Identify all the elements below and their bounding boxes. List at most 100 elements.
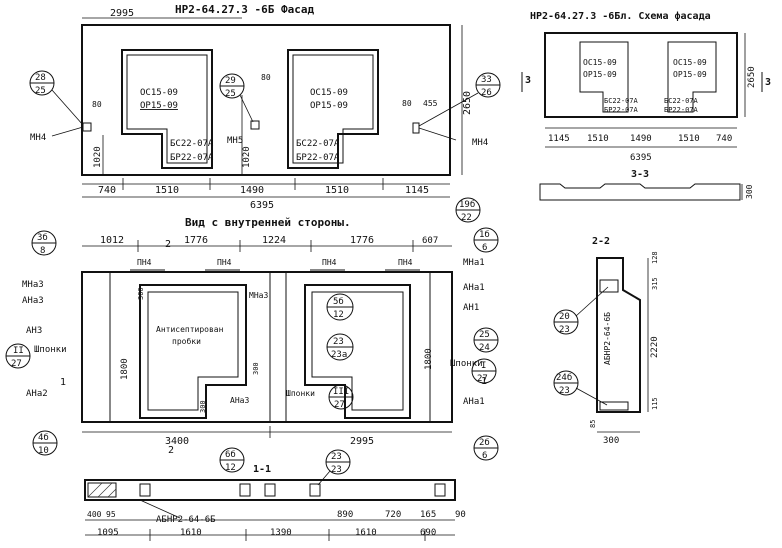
scheme-door1-line1: БС22-07А (604, 97, 639, 105)
inner-c25-top: 25 (479, 330, 490, 340)
section-2-2-dim-85: 85 (589, 420, 597, 428)
inner-pn-2: ПН4 (217, 258, 232, 267)
section-2-2-c24-bottom: 23 (559, 386, 570, 396)
section-2-2-mark: АБНР2-64-6Б (603, 312, 612, 365)
section-2-2-title: 2-2 (592, 236, 610, 247)
facade-door2-line2: БР22-07А (296, 153, 340, 163)
scheme-dim-740: 740 (716, 134, 732, 144)
scheme-cut-left: 3 (525, 75, 531, 86)
scheme-win1-line1: ОС15-09 (583, 58, 617, 67)
section-1-1-title: 1-1 (253, 464, 271, 475)
inner-antisept-line2: пробки (172, 336, 201, 346)
facade-callout-a-bottom: 25 (35, 86, 46, 96)
scheme-door2-line2: БР22-07А (664, 106, 699, 114)
scheme-height: 2650 (747, 66, 757, 88)
section-2-2-drawing (596, 257, 649, 433)
facade-mn5: МН5 (227, 136, 243, 146)
section-2-2-dim-315: 315 (651, 277, 659, 290)
section-1-1-dim-90: 90 (455, 510, 466, 520)
inner-c26-bottom: 6 (482, 451, 487, 461)
scheme-win2-line1: ОС15-09 (673, 58, 707, 67)
facade-door2-line1: БС22-07А (296, 139, 340, 149)
inner-dim-2995: 2995 (350, 436, 374, 447)
inner-c19b-bottom: 22 (461, 213, 472, 223)
inner-cII-top: II (13, 346, 24, 356)
inner-dim-1776a: 1776 (184, 235, 208, 246)
facade-door1-line2: БР22-07А (170, 153, 214, 163)
inner-ana3-center: АНа3 (230, 396, 249, 405)
facade-panel (81, 24, 451, 176)
facade-title: НР2-64.27.3 -6Б Фасад (175, 3, 314, 16)
inner-dimensions (82, 240, 452, 438)
facade-win2-line2: ОР15-09 (310, 101, 348, 111)
facade-callout-c-bottom: 26 (481, 88, 492, 98)
scheme-title: НР2-64.27.3 -6Бл. Схема фасада (530, 10, 711, 22)
inner-cIII-top: III (333, 387, 349, 397)
facade-win2-line1: ОС15-09 (310, 88, 348, 98)
inner-cIII-bottom: 27 (334, 400, 345, 410)
facade-h1020b: 1020 (242, 146, 252, 168)
inner-c38-bottom: 8 (40, 246, 45, 256)
inner-h1800a: 1800 (120, 358, 130, 380)
scheme-door1-line2: БР22-07А (604, 106, 639, 114)
inner-label-shponki-left: Шпонки (34, 345, 67, 355)
facade-dim-1510b: 1510 (325, 185, 349, 196)
section-1-1-c23-bottom: 23 (331, 465, 342, 475)
facade-win1-line2: ОР15-09 (140, 101, 178, 111)
section-2-2-callouts (553, 286, 609, 406)
facade-callout-28-25 (29, 70, 84, 126)
inner-d300b: 300 (252, 362, 260, 375)
facade-dim-740: 740 (98, 185, 116, 196)
section-2-2-c20-bottom: 23 (559, 325, 570, 335)
inner-label-shponki-right: Шпонки (450, 359, 483, 369)
inner-c5b-top: 5б (333, 296, 344, 307)
facade-mn4-left: МН4 (30, 133, 46, 143)
inner-c26-top: 2б (479, 437, 490, 448)
facade-dim-80a: 80 (92, 100, 102, 109)
inner-c4b-top: 4б (38, 432, 49, 443)
facade-dim-1490: 1490 (240, 185, 264, 196)
inner-cut-1-left: 1 (60, 377, 66, 388)
facade-callout-29-25 (219, 73, 254, 123)
scheme-dim-total: 6395 (630, 153, 652, 163)
inner-antisept-line1: Антисептирован (156, 325, 224, 334)
inner-label-an3: АН3 (26, 326, 42, 336)
facade-callout-33-26 (418, 72, 501, 127)
facade-dim-1510a: 1510 (155, 185, 179, 196)
scheme-door2-line1: БС22-07А (664, 97, 699, 105)
section-1-1-dim-1610a: 1610 (180, 528, 202, 538)
scheme-dim-1510b: 1510 (678, 134, 700, 144)
inner-callouts (5, 197, 499, 473)
inner-label-mna1-right: МНа1 (463, 258, 485, 268)
inner-label-mna3-left: МНа3 (22, 280, 44, 290)
facade-h1020a: 1020 (93, 146, 103, 168)
section-2-2-dim-128: 128 (651, 251, 659, 264)
section-1-1-dim-165: 165 (420, 510, 436, 520)
section-2-2-dim-2220: 2220 (650, 336, 660, 358)
inner-c16b-bottom: 6 (482, 243, 487, 253)
inner-d300a: 300 (137, 287, 145, 300)
facade-dim-total: 6395 (250, 200, 274, 211)
inner-c38-top: 3б (37, 232, 48, 243)
facade-dimensions (82, 17, 463, 198)
section-2-2-c20-top: 20 (559, 312, 570, 322)
inner-pn-1: ПН4 (137, 258, 152, 267)
section-2-2-width: 300 (603, 436, 619, 446)
inner-c5b-bottom: 12 (333, 310, 344, 320)
inner-label-ana2: АНа2 (26, 389, 48, 399)
facade-door1-line1: БС22-07А (170, 139, 214, 149)
section-1-1-callout (317, 449, 351, 486)
inner-cII-bottom: 27 (11, 359, 22, 369)
inner-c23-bottom: 23а (331, 350, 347, 360)
scheme-panel (539, 32, 746, 201)
inner-cut-2-bottom: 2 (168, 445, 174, 456)
section-2-2-c24-top: 24б (556, 372, 572, 383)
inner-label-an1-right: АН1 (463, 303, 479, 313)
scheme-dim-1490: 1490 (630, 134, 652, 144)
section-2-2-dim-115: 115 (651, 397, 659, 410)
facade-dim-80c: 80 (402, 99, 412, 108)
facade-mn4-right: МН4 (472, 138, 488, 148)
scheme-cut-right: 3 (765, 77, 771, 88)
section-1-1-c23-top: 23 (331, 452, 342, 462)
